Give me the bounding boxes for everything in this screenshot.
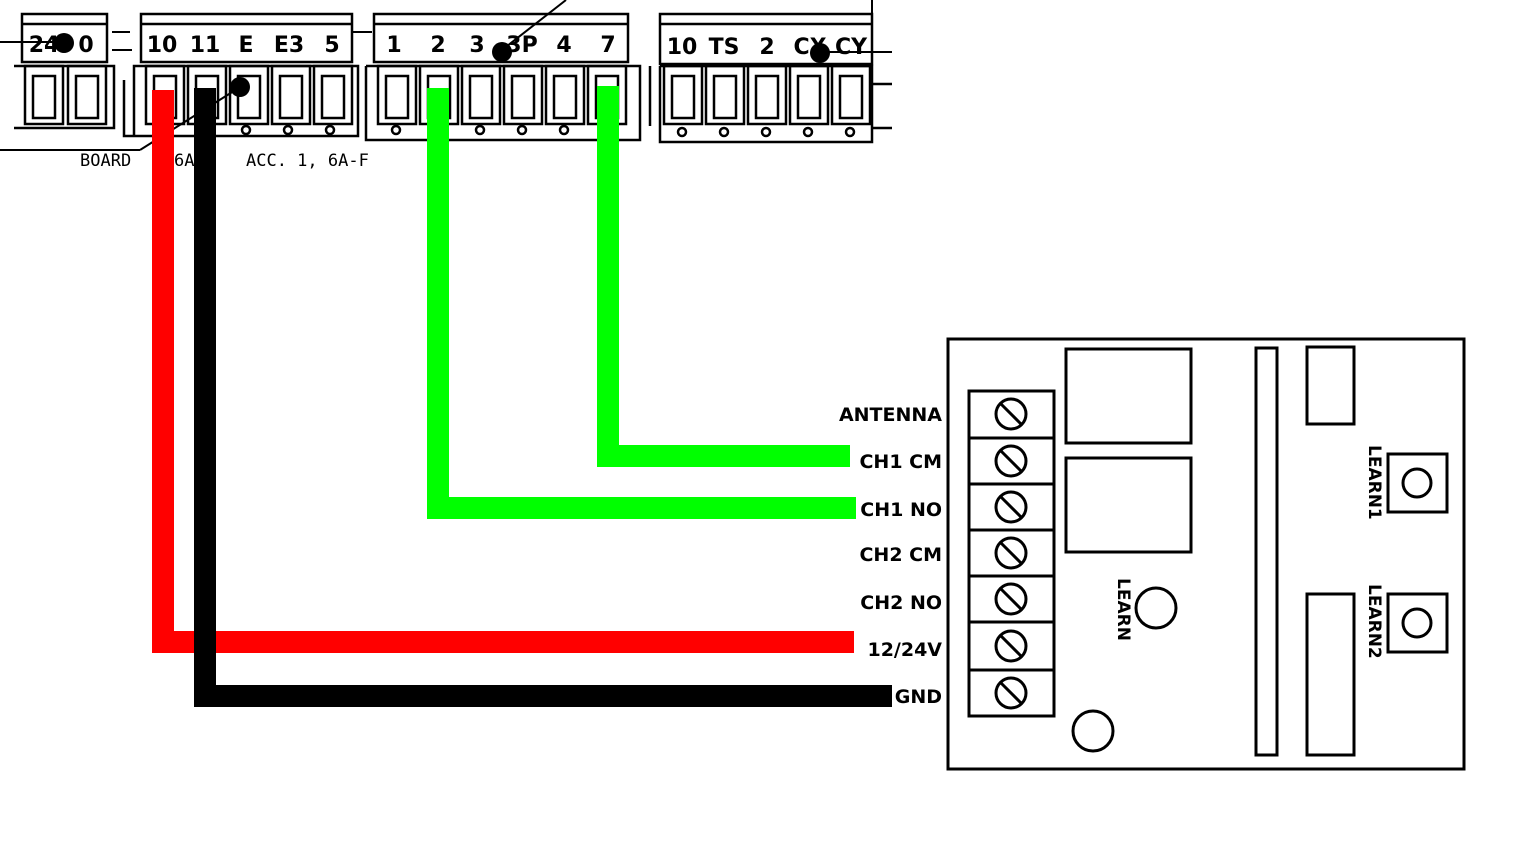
terminal-label-10: 10 [667,35,698,60]
terminal-block-d [648,12,892,144]
learn1-label: LEARN1 [1364,445,1384,520]
terminal-label-cy: CY [835,35,868,60]
terminal-label-5: 5 [324,33,339,58]
receiver-label-ch1-cm: CH1 CM [859,451,942,473]
screw-terminal [994,397,1028,431]
terminal-label-24: 24 [29,33,60,58]
red-wire [152,90,854,653]
connection-dot [230,77,250,97]
connection-dot [492,42,512,62]
green-wire-ch1-cm [597,86,850,467]
terminal-label-ts: TS [709,35,740,60]
terminal-label-e: E [238,33,253,58]
terminal-label-11: 11 [190,33,221,58]
learn2-label: LEARN2 [1364,584,1384,659]
terminal-label-1: 1 [386,33,401,58]
terminal-label-2: 2 [430,33,445,58]
screw-terminal [994,629,1028,663]
screw-terminals [994,397,1028,710]
terminal-label-2: 2 [759,35,774,60]
terminal-label-e3: E3 [274,33,304,58]
receiver-module [946,337,1466,771]
screw-terminal [994,536,1028,570]
black-wire [194,88,892,707]
screw-terminal [994,490,1028,524]
receiver-label-ch2-no: CH2 NO [860,592,942,614]
terminal-block-a [14,12,116,130]
green-wire-ch1-no [427,88,856,519]
learn-label: LEARN [1113,578,1133,641]
terminal-label-7: 7 [600,33,615,58]
connection-dot [54,33,74,53]
screw-terminal [994,582,1028,616]
wires [152,86,892,707]
terminal-label-3: 3 [469,33,484,58]
fuse-label: 6A [174,151,194,171]
screw-terminal [994,676,1028,710]
receiver-label-antenna: ANTENNA [839,404,942,426]
screw-terminal [994,444,1028,478]
board-label: BOARD [80,151,131,171]
connection-dot [810,43,830,63]
terminal-label-0: 0 [78,33,93,58]
receiver-label-ch1-no: CH1 NO [860,499,942,521]
receiver-label-gnd: GND [895,686,942,708]
acc-fuse-label: ACC. 1, 6A-F [246,151,369,171]
terminal-label-4: 4 [556,33,571,58]
receiver-label-12-24v: 12/24V [867,639,942,661]
terminal-label-10: 10 [147,33,178,58]
receiver-label-ch2-cm: CH2 CM [859,544,942,566]
